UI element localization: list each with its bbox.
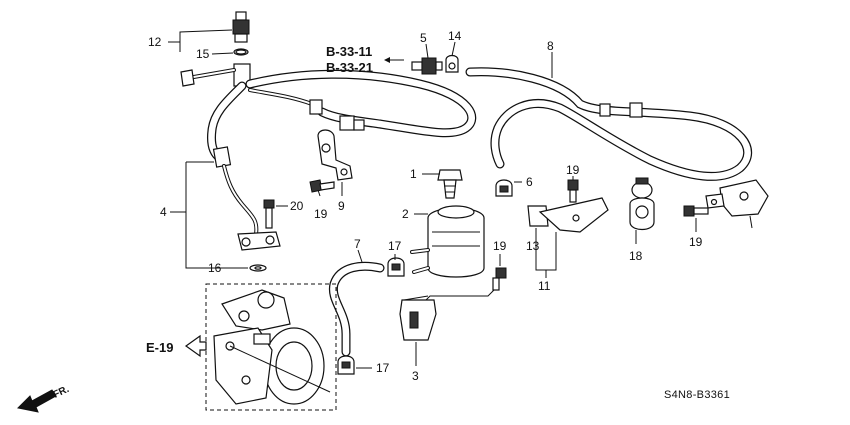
bolt-19-d-part <box>683 205 709 217</box>
washer-15-part <box>235 49 247 55</box>
callout-20: 20 <box>290 199 304 213</box>
connector-5-part <box>411 57 443 75</box>
callout-5: 5 <box>420 31 427 45</box>
e19-arrow-icon <box>184 334 207 358</box>
diagram-code: S4N8-B3361 <box>664 389 730 401</box>
clamp-17-a-part <box>387 257 405 277</box>
front-arrow-icon <box>16 389 57 413</box>
ref-label-b3311: B-33-11 <box>326 44 372 59</box>
reservoir-bracket-part <box>399 295 437 341</box>
ref-label-b3321: B-33-21 <box>326 60 373 75</box>
callout-11: 11 <box>538 279 551 293</box>
callout-7: 7 <box>354 237 361 251</box>
callout-13: 13 <box>526 239 540 253</box>
callout-2: 2 <box>402 207 409 221</box>
callout-18: 18 <box>629 249 643 263</box>
callout-8: 8 <box>547 39 554 53</box>
reservoir-part <box>410 205 485 278</box>
callout-19-b: 19 <box>493 239 507 253</box>
reservoir-cap-part <box>437 169 463 199</box>
power-steering-pump-part <box>205 283 337 411</box>
bolt-19-b-part <box>425 267 507 301</box>
bolt-19-c-part <box>567 179 579 203</box>
callout-12: 12 <box>148 35 162 49</box>
callout-14: 14 <box>448 29 462 43</box>
bracket-10-part <box>705 179 769 217</box>
callout-17-a: 17 <box>388 239 402 253</box>
clamp-6-part <box>495 179 513 197</box>
callout-19-d: 19 <box>689 235 703 249</box>
high-pressure-hose-part <box>180 63 281 251</box>
callout-19-c: 19 <box>566 163 580 177</box>
clamp-bracket-9-part <box>317 129 353 181</box>
callout-9: 9 <box>338 199 345 213</box>
suction-hose-7-part <box>328 261 385 357</box>
bolt-20-part <box>263 199 275 229</box>
callout-6: 6 <box>526 175 533 189</box>
return-hose-upper-part <box>245 69 477 138</box>
leader-lines <box>168 29 753 369</box>
return-hose-8-part <box>465 67 753 181</box>
callout-17-b: 17 <box>376 361 390 375</box>
clamp-band-18-part <box>629 177 655 231</box>
callout-19-a: 19 <box>314 207 328 221</box>
callout-4: 4 <box>160 205 167 219</box>
ref-label-e19: E-19 <box>146 340 173 355</box>
front-direction-label: FR. <box>52 384 71 401</box>
clamp-17-b-part <box>337 355 355 375</box>
callout-1: 1 <box>410 167 417 181</box>
clip-14-part <box>445 54 459 73</box>
callout-16: 16 <box>208 261 222 275</box>
washer-16-part <box>249 264 267 272</box>
b33-arrow-icon <box>384 57 404 63</box>
callout-15: 15 <box>196 47 210 61</box>
bolt-19-a-part <box>309 179 335 193</box>
callout-3: 3 <box>412 369 419 383</box>
pressure-switch-part <box>232 11 250 56</box>
stay-13-part <box>527 197 609 233</box>
